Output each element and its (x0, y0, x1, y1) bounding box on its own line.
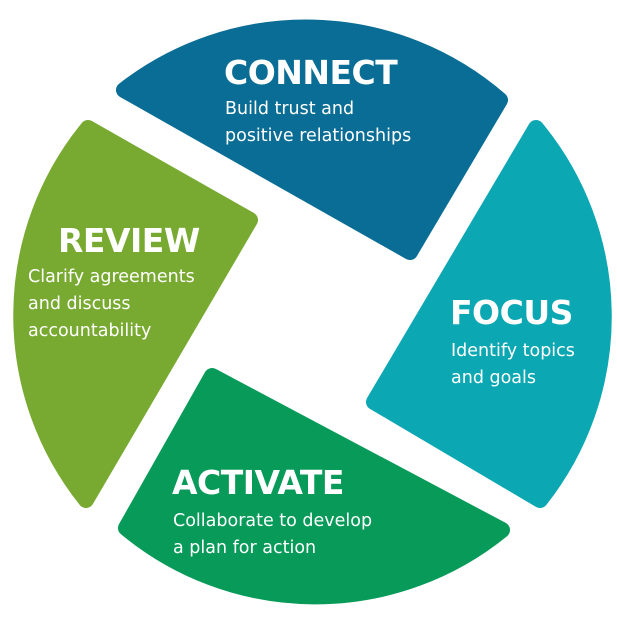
focus-line-1: Identify topics (451, 341, 575, 361)
connect-shape (116, 19, 508, 260)
focus-title: FOCUS (450, 293, 573, 332)
review-title: REVIEW (58, 221, 200, 260)
review-line-1: Clarify agreements (28, 267, 195, 287)
segment-activate: ACTIVATE Collaborate to develop a plan f… (118, 368, 510, 605)
review-shape (13, 120, 258, 508)
connect-line-2: positive relationships (225, 126, 411, 146)
segment-review: REVIEW Clarify agreements and discuss ac… (13, 120, 258, 508)
activate-shape (118, 368, 510, 605)
connect-title: CONNECT (224, 53, 398, 92)
focus-line-2: and goals (451, 368, 536, 388)
segment-connect: CONNECT Build trust and positive relatio… (116, 19, 508, 260)
activate-line-2: a plan for action (173, 538, 316, 558)
segment-focus: FOCUS Identify topics and goals (366, 120, 612, 508)
activate-title: ACTIVATE (172, 463, 344, 502)
activate-line-1: Collaborate to develop (173, 511, 372, 531)
focus-shape (366, 120, 612, 508)
connect-line-1: Build trust and (225, 99, 354, 119)
review-line-3: accountability (28, 321, 151, 341)
review-line-2: and discuss (28, 294, 131, 314)
